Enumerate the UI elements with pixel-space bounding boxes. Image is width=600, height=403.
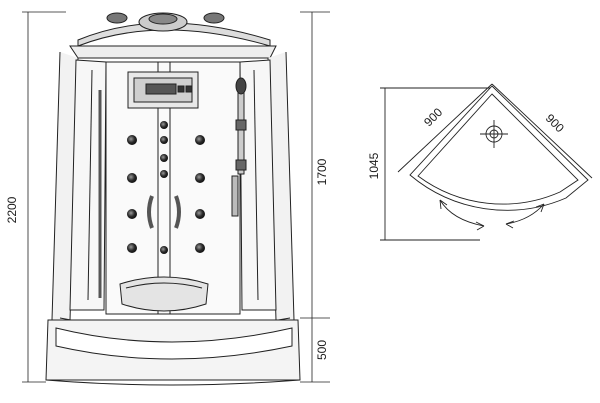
top-view — [380, 83, 593, 241]
roof — [69, 12, 277, 59]
glass-left — [69, 59, 107, 311]
massage-jets — [127, 121, 205, 254]
label-tray-height: 500 — [315, 340, 329, 360]
label-cabin-height: 1700 — [315, 158, 329, 185]
label-depth: 1045 — [367, 152, 381, 179]
tray-outline-inner — [417, 93, 579, 205]
drain-icon — [480, 120, 508, 148]
label-total-height: 2200 — [5, 196, 19, 223]
hand-shower — [231, 77, 247, 217]
control-panel — [127, 71, 199, 109]
front-dimension-lines — [22, 11, 330, 383]
label-side-b: 900 — [543, 111, 567, 135]
front-view — [45, 12, 301, 386]
door-slide-arrow-left — [439, 199, 485, 227]
door-handle-left — [147, 195, 154, 229]
seat — [119, 276, 209, 312]
tray-outline-outer — [409, 85, 589, 211]
shower-tray — [45, 319, 301, 386]
label-side-a: 900 — [421, 105, 445, 129]
glass-right — [239, 59, 277, 311]
door-slide-arrow-right — [505, 203, 545, 225]
door-handle-right — [174, 195, 181, 229]
